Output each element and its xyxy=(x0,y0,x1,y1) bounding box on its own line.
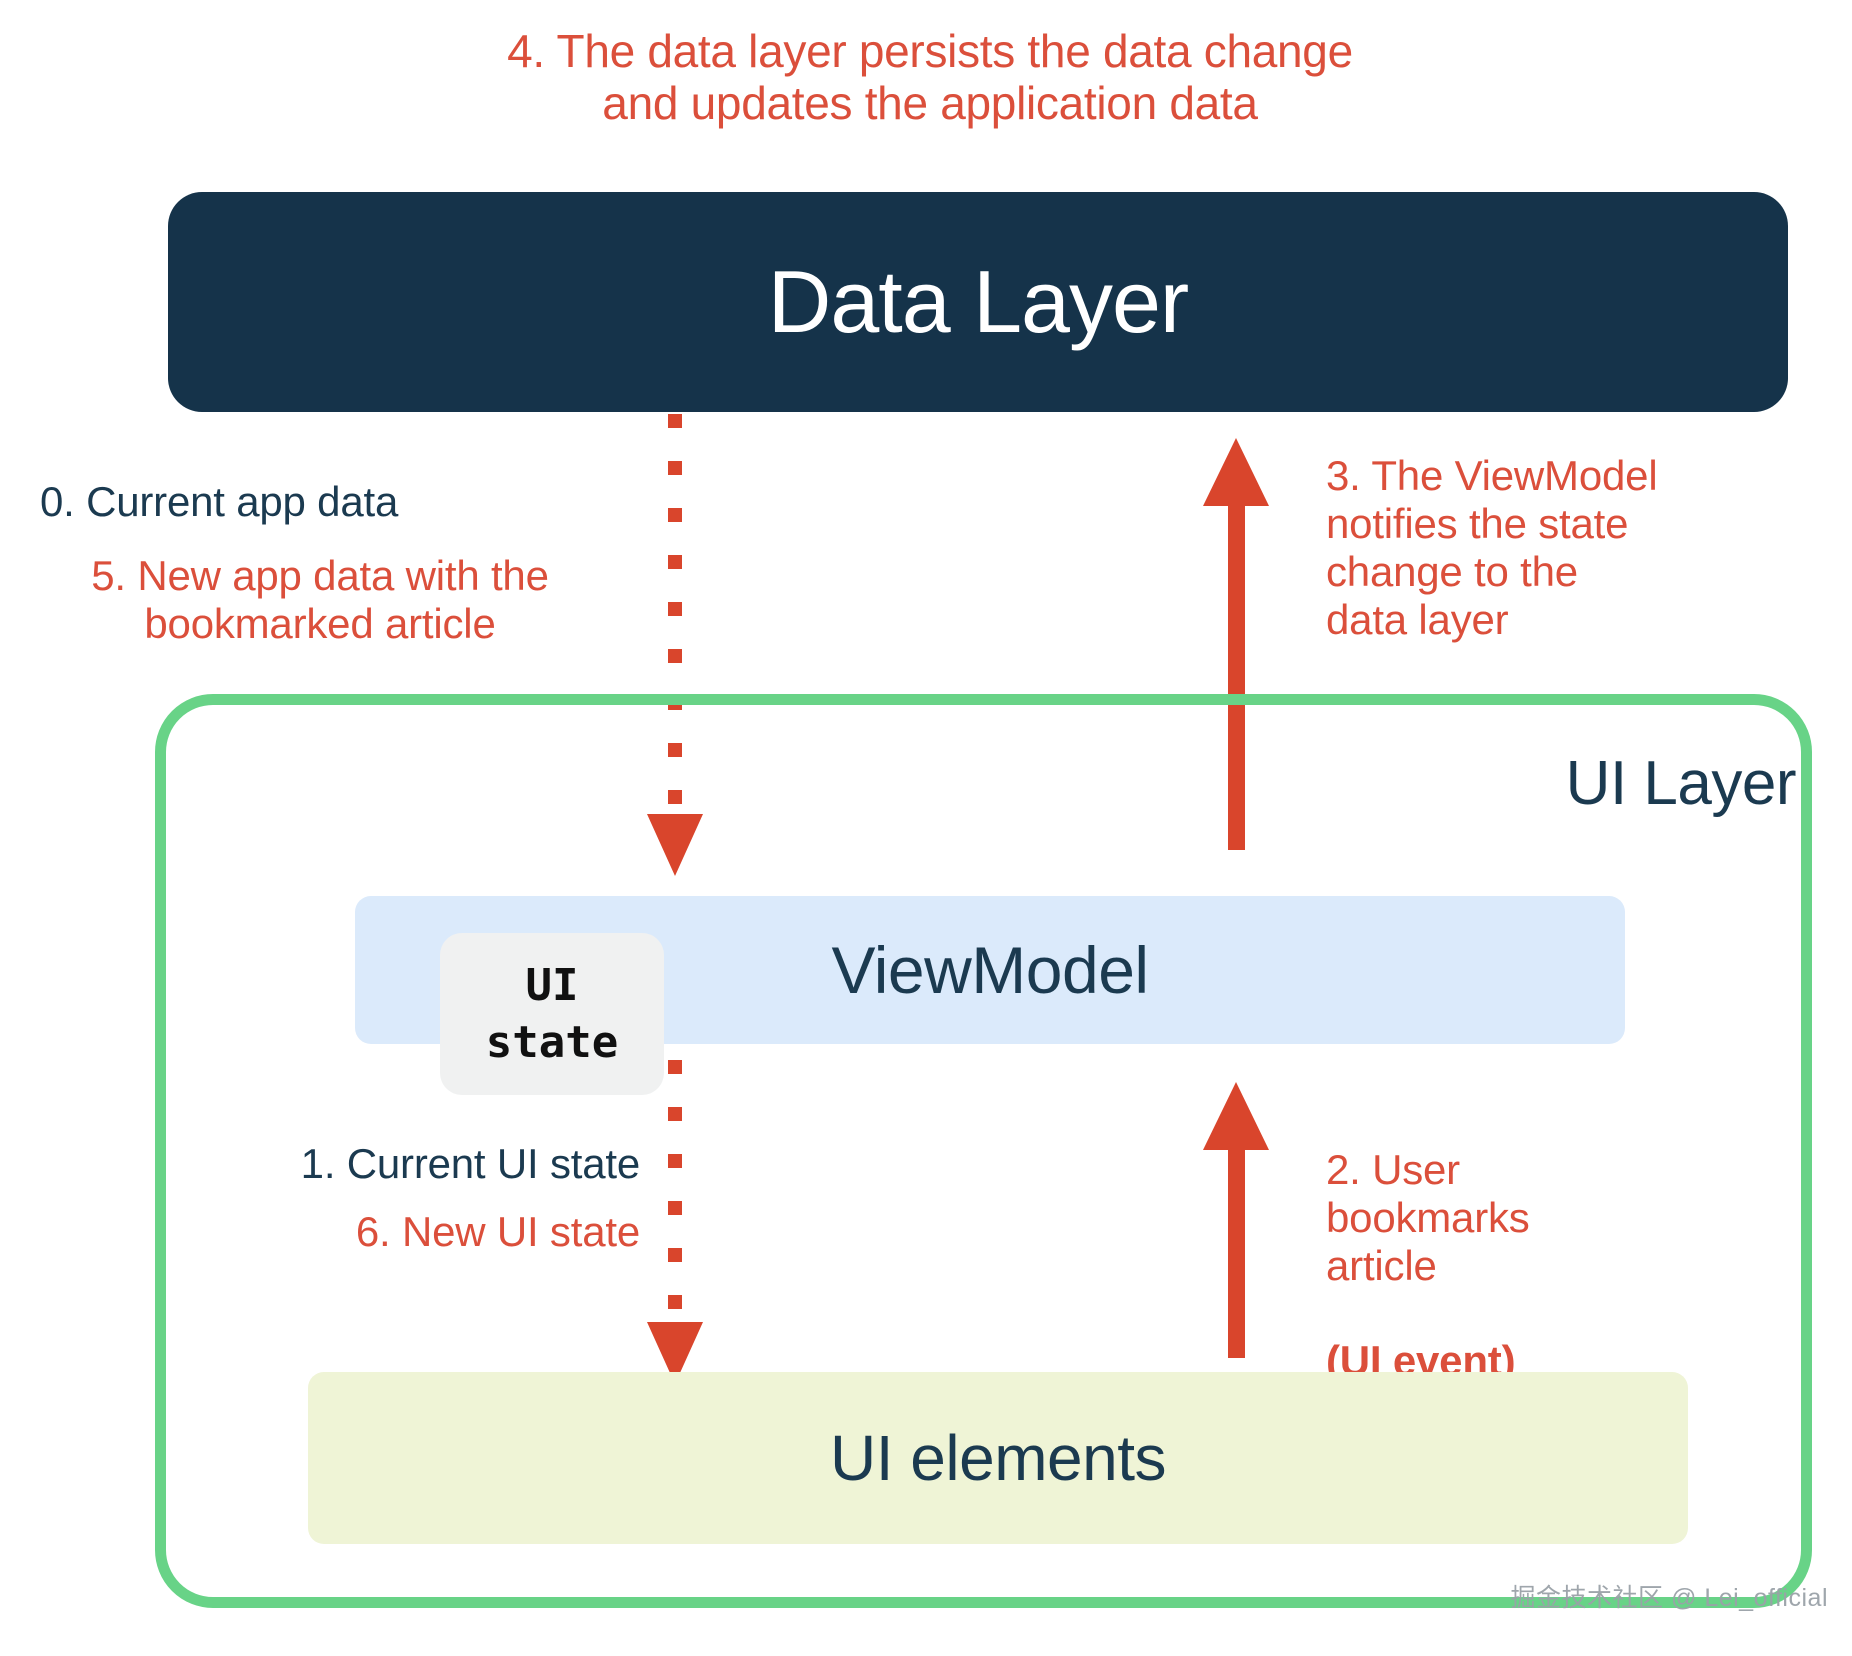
watermark: 掘金技术社区 @ Lei_official xyxy=(1510,1584,1828,1612)
label-step-2-plain: 2. User bookmarks article xyxy=(1326,1145,1530,1289)
label-step-2: 2. User bookmarks article (UI event) xyxy=(1326,1098,1746,1385)
label-step-3: 3. The ViewModel notifies the state chan… xyxy=(1326,452,1658,643)
data-layer-title: Data Layer xyxy=(767,252,1189,351)
viewmodel-title: ViewModel xyxy=(831,933,1149,1007)
label-step-5: 5. New app data with the bookmarked arti… xyxy=(91,552,549,647)
caption-step-4: 4. The data layer persists the data chan… xyxy=(507,25,1353,129)
arrow-shaft xyxy=(1228,1142,1245,1358)
ui-layer-title: UI Layer xyxy=(1565,749,1797,818)
ui-elements-box: UI elements xyxy=(308,1372,1688,1544)
label-step-6: 6. New UI state xyxy=(355,1208,640,1255)
ui-state-chip: UI state xyxy=(440,933,664,1095)
data-layer-box: Data Layer xyxy=(168,192,1788,412)
ui-state-chip-line-2: state xyxy=(485,1017,619,1068)
arrow-track xyxy=(668,1060,682,1328)
ui-layer-box xyxy=(155,694,1812,1608)
label-step-1: 1. Current UI state xyxy=(300,1140,641,1187)
label-step-0: 0. Current app data xyxy=(40,478,399,525)
ui-state-chip-line-1: UI xyxy=(525,960,579,1011)
arrow-shaft xyxy=(1228,498,1245,850)
arrow-head-down-icon xyxy=(647,814,703,876)
arrow-track xyxy=(668,414,682,824)
ui-elements-title: UI elements xyxy=(830,1422,1166,1494)
arrow-head-up-icon xyxy=(1203,438,1269,506)
arrow-head-up-icon xyxy=(1203,1082,1269,1150)
